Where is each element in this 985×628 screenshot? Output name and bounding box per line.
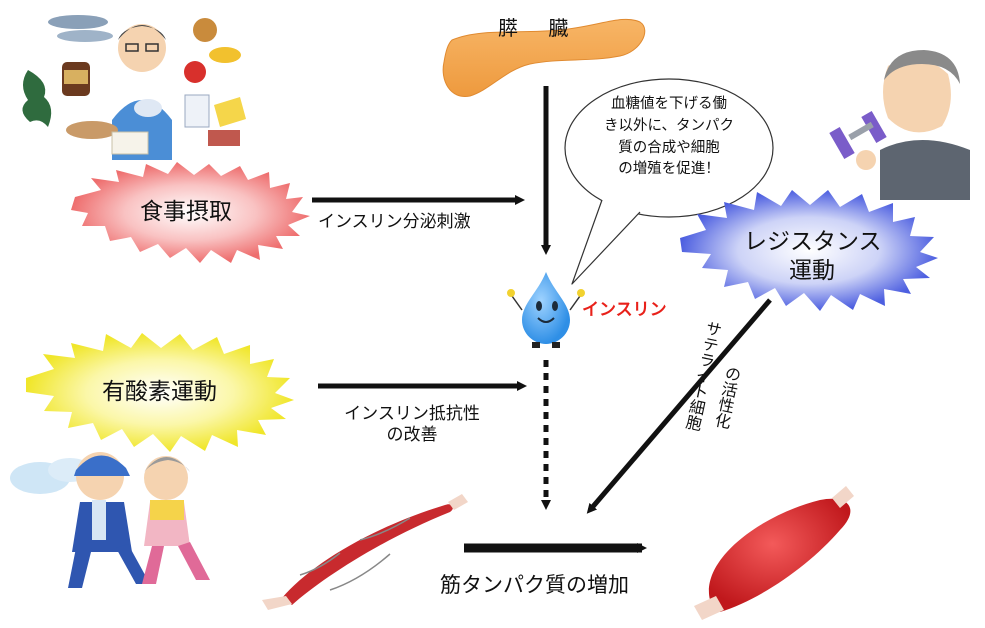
pancreas-illustration [442,18,646,97]
bubble-line: 血糖値を下げる働 [611,96,727,112]
jogging-couple-illustration [10,452,210,588]
aerobic-burst-label: 有酸素運動 [102,379,217,405]
aerobic-arrow-line: インスリン抵抗性 [344,404,480,424]
insulin-drop-icon [507,272,585,348]
resistance-burst-label: レジスタンス 運動 [744,228,882,286]
pancreas-label: 膵 臓 [498,16,581,40]
insulin-label: インスリン [582,300,667,320]
dumbbell-man-illustration [829,50,970,200]
thin-muscle-illustration [262,494,468,610]
resistance-burst [680,190,938,311]
bubble-line: き以外に、タンパク [603,117,735,134]
large-muscle-illustration [694,486,854,620]
aerobic-burst [26,333,294,452]
resistance-burst-line: レジスタンス [744,229,882,255]
arrow-resistance-to-muscle [586,298,772,514]
aerobic-arrow-label: インスリン抵抗性 の改善 [332,404,492,447]
bubble-line: の増殖を促進！ [618,161,720,178]
food-burst-label: 食事摂取 [140,199,232,225]
food-burst [71,162,310,263]
resistance-burst-line: 運動 [789,257,835,284]
result-label: 筋タンパク質の増加 [440,573,629,597]
speech-bubble [564,78,774,285]
bubble-line: 質の合成や細胞 [618,139,720,156]
speech-bubble-text: 血糖値を下げる働 き以外に、タンパク 質の合成や細胞 の増殖を促進！ [596,94,742,181]
aerobic-arrow-line: の改善 [386,425,438,446]
food-arrow-label: インスリン分泌刺激 [318,212,471,232]
food-illustration [22,15,246,160]
